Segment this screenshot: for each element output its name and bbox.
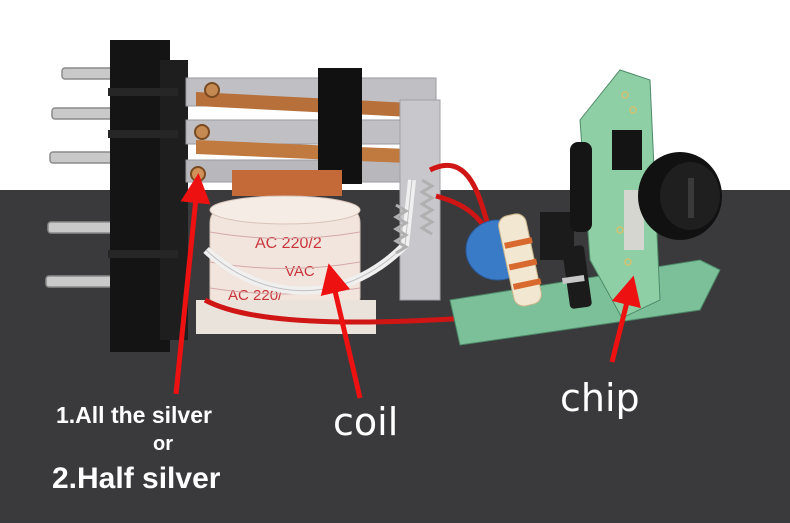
label-coil: coil: [333, 400, 399, 444]
arrow-to-coil: [320, 263, 363, 399]
coil-marking-2: VAC: [285, 263, 315, 280]
annotation-arrows: [173, 173, 641, 399]
label-all-silver: 1.All the silver: [56, 402, 212, 428]
label-chip: chip: [560, 376, 640, 420]
arrow-to-contact: [173, 173, 211, 395]
arrow-to-chip: [609, 275, 641, 363]
springs: [393, 178, 435, 255]
coil-marking-1: AC 220/2: [255, 235, 322, 252]
chip-board: [570, 69, 722, 319]
label-half-silver: 2.Half silver: [52, 462, 221, 495]
relay-base: [108, 40, 188, 352]
wires: [203, 162, 491, 325]
label-or: or: [153, 433, 173, 455]
coil-marking-3: AC 220/: [228, 287, 283, 304]
